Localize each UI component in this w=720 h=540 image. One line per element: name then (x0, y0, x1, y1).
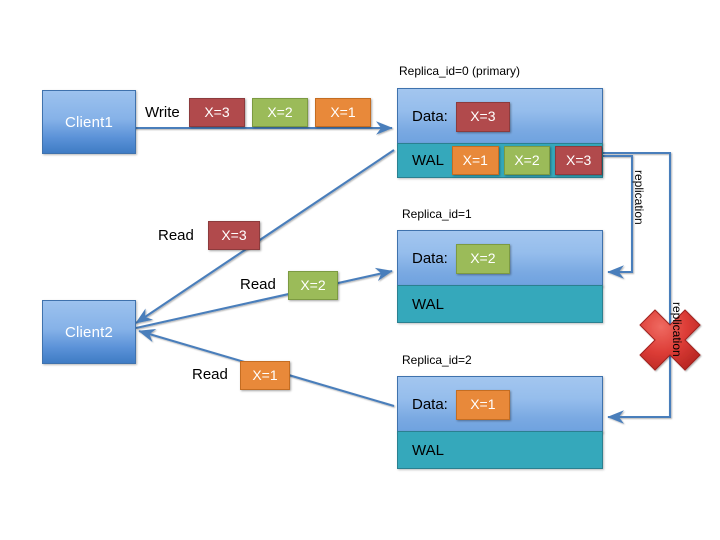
replica0-wal-chip-x3: X=3 (555, 146, 603, 175)
write-label: Write (145, 104, 180, 121)
read2-chip-x2: X=2 (288, 271, 338, 300)
write-chip-x2: X=2 (252, 98, 308, 127)
replica2-wal-box[interactable]: WAL (397, 431, 603, 469)
replica2-wal-label: WAL (412, 441, 444, 459)
client2-label: Client2 (64, 323, 114, 341)
replica1-title: Replica_id=1 (402, 207, 472, 221)
replica2-data-chip-x1: X=1 (455, 389, 510, 420)
replica2-data-label: Data: (412, 396, 448, 413)
client1-label: Client1 (64, 113, 114, 131)
replica1-data-label: Data: (412, 250, 448, 267)
replica1-wal-label: WAL (412, 295, 444, 313)
replica0-wal-label: WAL (412, 152, 444, 169)
arrow-replication-replica0-to-replica1 (603, 154, 634, 279)
read2-label: Read (240, 276, 276, 293)
write-chip-x1: X=1 (315, 98, 371, 127)
replica0-wal-chip-x2: X=2 (503, 146, 551, 175)
client1-box[interactable]: Client1 (42, 90, 136, 154)
replica1-data-chip-x2: X=2 (455, 243, 510, 274)
replica0-data-label: Data: (412, 108, 448, 125)
read3-label: Read (192, 366, 228, 383)
client2-box[interactable]: Client2 (42, 300, 136, 364)
replication-label-replica1: replication (632, 170, 646, 225)
write-chip-x3: X=3 (189, 98, 245, 127)
read3-chip-x1: X=1 (240, 361, 290, 390)
replica2-data-box[interactable]: Data: X=1 (397, 376, 603, 433)
replica0-title: Replica_id=0 (primary) (399, 64, 521, 78)
replica1-data-box[interactable]: Data: X=2 (397, 230, 603, 287)
read1-chip-x3: X=3 (208, 221, 260, 250)
replica0-wal-chip-x1: X=1 (451, 146, 499, 175)
replica0-data-chip-x3: X=3 (455, 101, 510, 132)
read1-label: Read (158, 227, 194, 244)
replica1-wal-box[interactable]: WAL (397, 285, 603, 323)
replica0-wal-box[interactable]: WAL X=1 X=2 X=3 (397, 143, 603, 178)
replica2-title: Replica_id=2 (402, 353, 472, 367)
replication-label-replica2: replication (670, 302, 684, 357)
replica0-data-box[interactable]: Data: X=3 (397, 88, 603, 145)
